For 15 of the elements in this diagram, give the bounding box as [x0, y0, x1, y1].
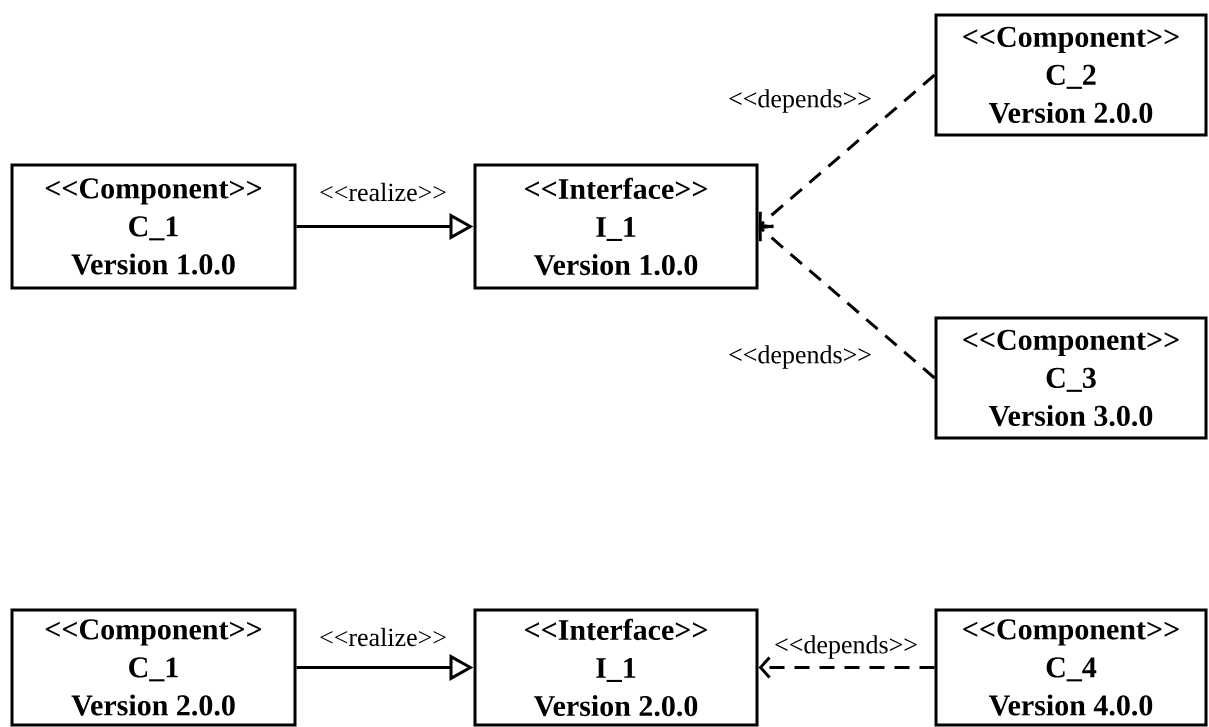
- edge-label: <<depends>>: [773, 634, 919, 660]
- edge-label: <<depends>>: [727, 344, 873, 370]
- component-box: <<Component>> C_4 Version 4.0.0: [934, 608, 1208, 727]
- component-box: <<Component>> C_3 Version 3.0.0: [934, 316, 1208, 440]
- edge-label: <<realize>>: [318, 181, 448, 203]
- component-box: <<Component>> C_1 Version 2.0.0: [10, 608, 297, 727]
- edge-label: <<depends>>: [727, 88, 873, 114]
- component-box: <<Component>> C_2 Version 2.0.0: [934, 13, 1208, 137]
- component-box: <<Component>> C_1 Version 1.0.0: [10, 163, 297, 290]
- edge-label: <<realize>>: [318, 626, 448, 648]
- component-box: <<Interface>> I_1 Version 1.0.0: [473, 163, 759, 290]
- arrow: [758, 224, 936, 380]
- component-box: <<Interface>> I_1 Version 2.0.0: [473, 608, 759, 727]
- arrow: [758, 656, 935, 679]
- arrow: [758, 73, 936, 229]
